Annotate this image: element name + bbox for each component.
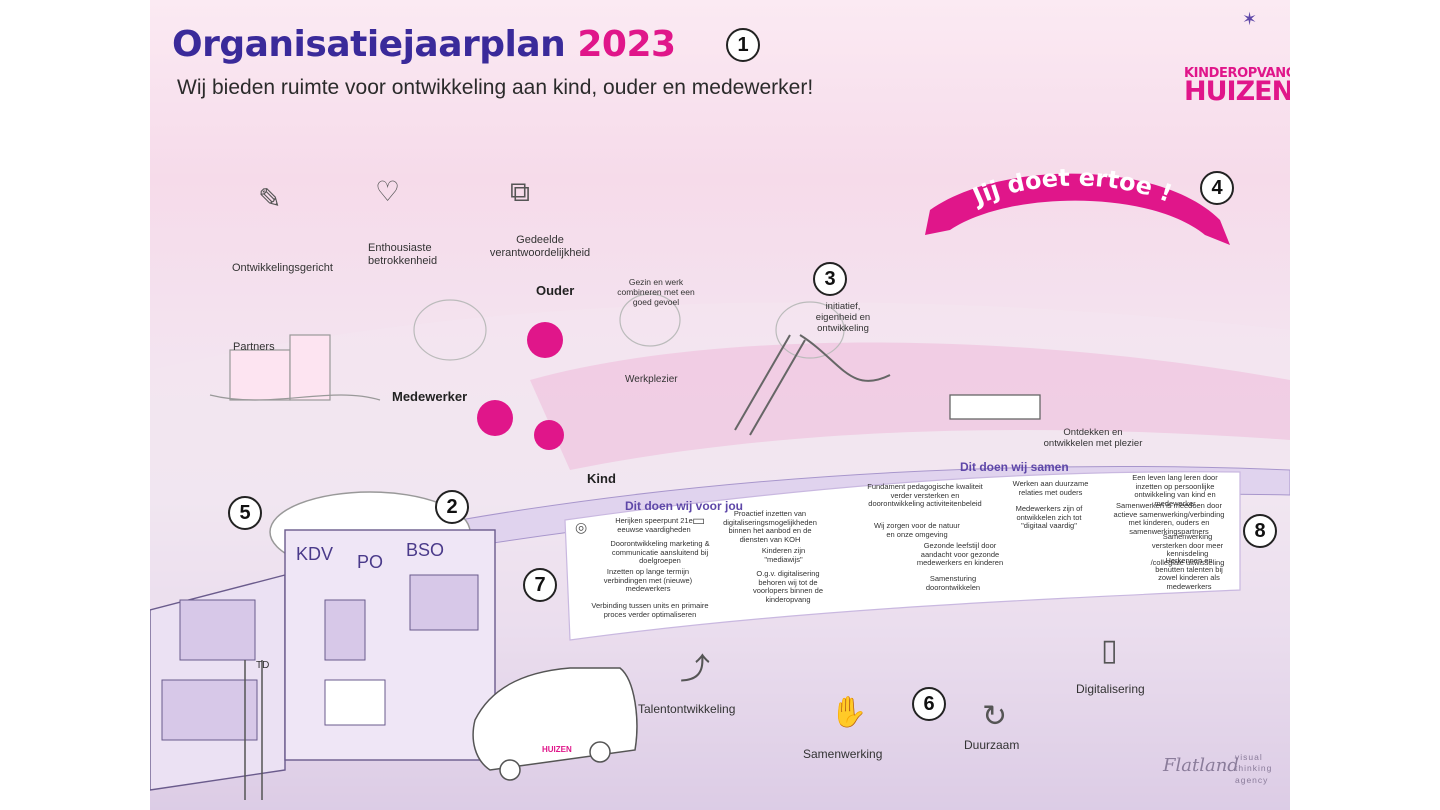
theme-talent: Talentontwikkeling — [638, 702, 736, 716]
samen-item: Herkennen en benutten talenten bij zowel… — [1155, 556, 1223, 591]
theme-digitalisering: Digitalisering — [1076, 682, 1145, 696]
puzzle-icon: ⧉ — [510, 176, 530, 207]
theme-duurzaam: Duurzaam — [964, 738, 1020, 752]
logo-line2: HUIZEN — [1184, 76, 1290, 107]
phone-icon: ▭ — [692, 512, 706, 528]
label-ontdekken: Ontdekken en ontwikkelen met plezier — [1043, 427, 1143, 449]
section-samen-header: Dit doen wij samen — [960, 460, 1069, 474]
jou-item: O.g.v. digitalisering behoren wij tot de… — [752, 569, 824, 604]
credit-flatland: Flatland — [1163, 755, 1239, 776]
subtitle: Wij bieden ruimte voor ontwikkeling aan … — [177, 76, 814, 99]
marker-2: 2 — [435, 490, 469, 524]
jou-item: Herijken speerpunt 21e eeuwse vaardighed… — [615, 516, 693, 534]
scene-background — [150, 293, 1290, 810]
pencil-scissors-icon: ✎ — [258, 183, 282, 214]
van-logo: HUIZEN — [542, 745, 572, 754]
location-bso: BSO — [406, 540, 445, 560]
heart-hands-icon: ♡ — [375, 176, 401, 207]
talent-growth-icon: ⤴ — [680, 653, 710, 686]
target-icon: ◎ — [575, 519, 588, 535]
marker-6: 6 — [912, 687, 946, 721]
tablet-icon: ▯ — [1101, 634, 1118, 667]
logo-line1: KINDEROPVANG — [1184, 66, 1290, 81]
jou-item: Inzetten op lange termijn verbindingen m… — [603, 567, 693, 594]
jou-item: Proactief inzetten van digitaliseringsmo… — [723, 509, 817, 544]
label-ouder: Ouder — [536, 283, 575, 298]
samen-item: Samenwerking versterken door meer kennis… — [1150, 532, 1225, 567]
title-main: Organisatiejaarplan — [172, 24, 566, 65]
label-initiatief: initiatief, eigenheid en ontwikkeling — [815, 301, 871, 334]
marker-7: 7 — [523, 568, 557, 602]
label-kind: Kind — [587, 471, 616, 486]
marker-3: 3 — [813, 262, 847, 296]
jou-item: Verbinding tussen units en primaire proc… — [591, 601, 709, 619]
label-medewerker: Medewerker — [392, 389, 468, 404]
jou-item: Doorontwikkeling marketing & communicati… — [610, 539, 710, 566]
page-title: Organisatiejaarplan 2023 — [172, 24, 676, 65]
marker-1: 1 — [726, 28, 760, 62]
title-year: 2023 — [577, 24, 676, 65]
samen-item: Wij zorgen voor de natuur en onze omgevi… — [874, 521, 960, 539]
label-werkplezier: Werkplezier — [625, 374, 678, 385]
value-enthousiaste: Enthousiaste betrokkenheid — [368, 242, 438, 267]
value-gedeelde: Gedeelde verantwoordelijkheid — [489, 234, 591, 259]
samen-item: Werken aan duurzame relaties met ouders — [1012, 479, 1089, 497]
section-jou-header: Dit doen wij voor jou — [625, 499, 743, 513]
recycle-icon: ↻ — [982, 700, 1008, 733]
location-kdv: KDV — [296, 544, 334, 564]
jou-item: Kinderen zijn "mediawijs" — [761, 546, 806, 564]
marker-4: 4 — [1200, 171, 1234, 205]
handshake-icon: ✋ — [830, 696, 868, 729]
samen-item: Een leven lang leren door inzetten op pe… — [1132, 473, 1218, 508]
marker-8: 8 — [1243, 514, 1277, 548]
kite-icon: ✶ — [1242, 9, 1258, 29]
ladder-worker-label: TD — [256, 660, 270, 671]
credit-agency: visual thinking agency — [1235, 752, 1273, 785]
banner-ribbon: Jij doet ertoe ! — [925, 164, 1230, 245]
theme-samenwerking: Samenwerking — [803, 747, 883, 761]
samen-item: Samenwerken is meedoen door actieve same… — [1113, 501, 1225, 536]
location-po: PO — [357, 552, 384, 572]
samen-item: Samensturing doorontwikkelen — [925, 574, 981, 592]
samen-item: Gezonde leefstijl door aandacht voor gez… — [916, 541, 1004, 568]
label-partners: Partners — [233, 341, 275, 353]
samen-item: Fundament pedagogische kwaliteit verder … — [867, 482, 983, 509]
samen-item: Medewerkers zijn of ontwikkelen zich tot… — [1015, 504, 1083, 531]
value-ontwikkelingsgericht: Ontwikkelingsgericht — [232, 262, 333, 274]
label-gezin: Gezin en werk combineren met een goed ge… — [617, 277, 695, 307]
poster: Jij doet ertoe ! Organisatiejaarplan 202… — [150, 0, 1290, 810]
marker-5: 5 — [228, 496, 262, 530]
